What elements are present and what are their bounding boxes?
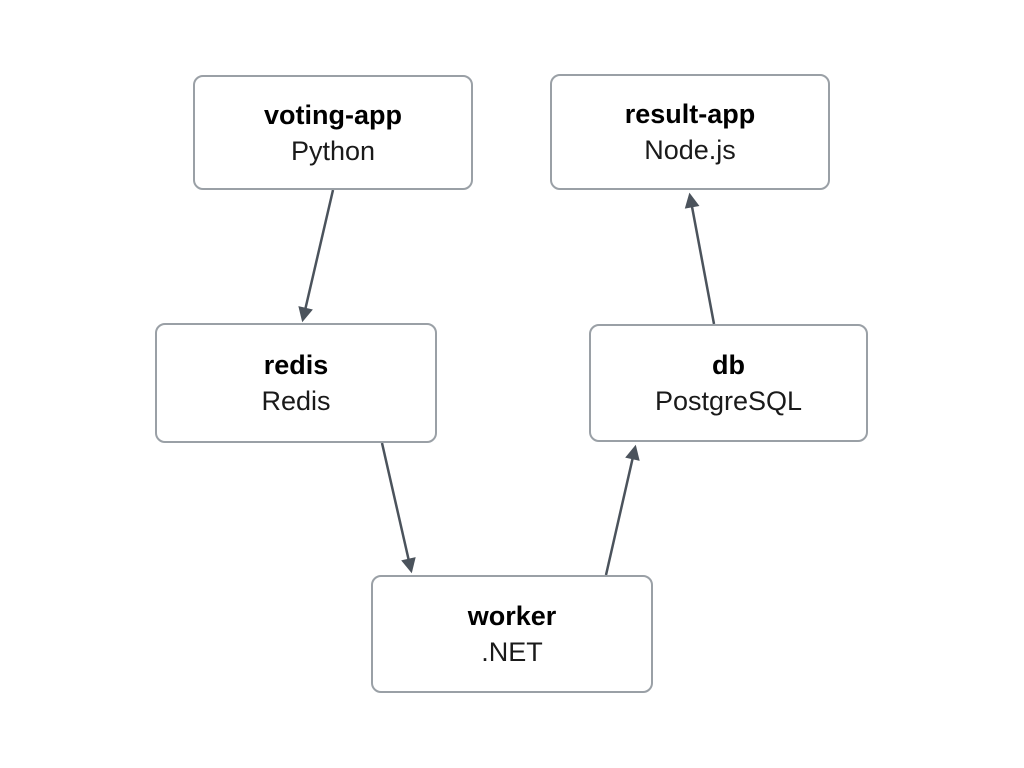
node-title: worker bbox=[467, 601, 557, 631]
node-worker: worker .NET bbox=[371, 575, 653, 693]
node-title: result-app bbox=[624, 99, 756, 129]
node-result-app: result-app Node.js bbox=[550, 74, 830, 190]
edge-worker-to-db bbox=[604, 444, 640, 576]
node-subtitle: Redis bbox=[261, 386, 331, 416]
node-subtitle: PostgreSQL bbox=[654, 386, 803, 416]
node-voting-app: voting-app Python bbox=[193, 75, 473, 190]
edge-voting-app-to-redis bbox=[298, 189, 335, 323]
node-subtitle: Python bbox=[290, 135, 376, 166]
node-title: db bbox=[712, 350, 745, 380]
node-title: redis bbox=[263, 350, 329, 380]
edge-redis-to-worker bbox=[380, 442, 416, 574]
edge-db-to-result-app bbox=[684, 192, 716, 325]
node-subtitle: .NET bbox=[481, 637, 543, 667]
node-subtitle: Node.js bbox=[644, 135, 736, 165]
node-redis: redis Redis bbox=[155, 323, 437, 443]
node-title: voting-app bbox=[264, 99, 402, 130]
node-db: db PostgreSQL bbox=[589, 324, 868, 442]
